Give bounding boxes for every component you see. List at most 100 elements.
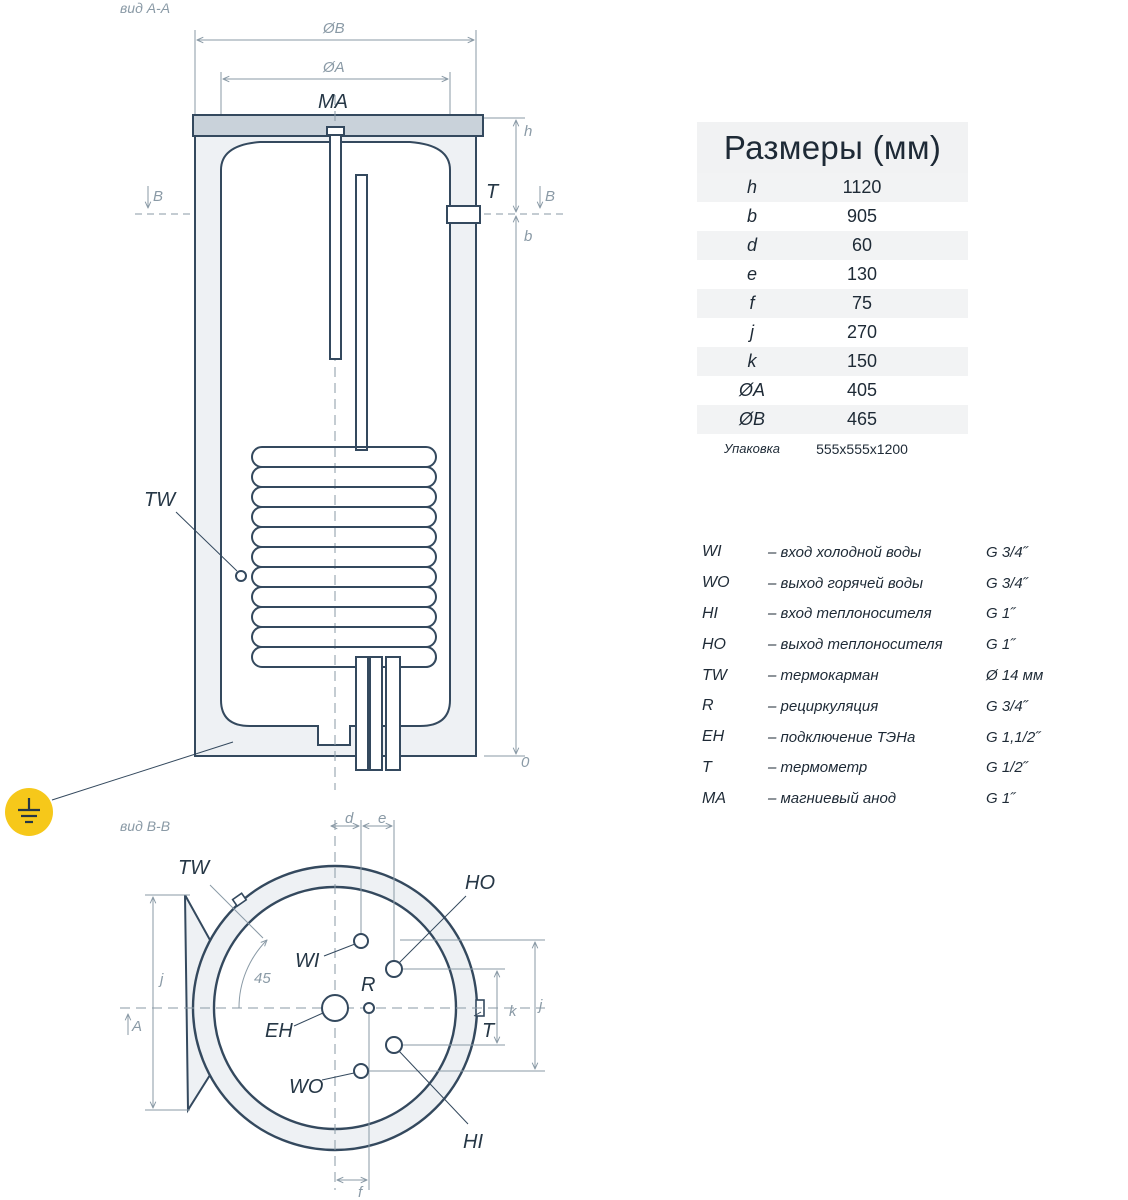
legend-code: HI xyxy=(702,604,718,622)
label-wo: WO xyxy=(289,1076,323,1098)
dim-j-right: j xyxy=(537,997,543,1014)
legend-code: WO xyxy=(702,574,730,592)
ground-leader xyxy=(51,741,234,801)
tw-leader xyxy=(175,511,238,572)
label-hi: HI xyxy=(463,1131,483,1153)
legend-size: G 3/4˝ xyxy=(986,574,1028,592)
thermometer-port xyxy=(446,205,481,224)
dim-zero: 0 xyxy=(521,754,530,771)
legend-desc: – выход теплоносителя xyxy=(768,636,943,654)
specs-key: Упаковка xyxy=(723,441,781,456)
port-ho xyxy=(385,960,403,978)
legend-code: MA xyxy=(702,789,726,807)
legend-code: R xyxy=(702,697,714,715)
dim-b: b xyxy=(524,228,532,245)
legend-desc: – рециркуляция xyxy=(768,697,879,715)
specs-value: 1120 xyxy=(842,177,882,197)
specs-key: f xyxy=(749,293,755,313)
section-bb-view: вид В-В xyxy=(120,810,545,1200)
anode-cap xyxy=(326,126,345,136)
legend-code: HO xyxy=(702,635,726,653)
coil-feed-pipe xyxy=(355,174,368,451)
dim-d: d xyxy=(345,810,354,827)
specs-key: j xyxy=(750,322,754,342)
port-wo xyxy=(353,1063,369,1079)
label-tw-top: TW xyxy=(144,489,177,511)
label-t-bottom: T xyxy=(482,1020,496,1042)
specs-value: 150 xyxy=(846,351,878,371)
dim-f: f xyxy=(358,1184,364,1200)
legend-size: G 3/4˝ xyxy=(986,543,1028,561)
thermowell-port xyxy=(235,570,247,582)
legend-size: G 1˝ xyxy=(986,790,1016,808)
legend-size: G 1˝ xyxy=(986,636,1016,654)
legend-size: G 1,1/2˝ xyxy=(986,728,1041,746)
specs-key: ØA xyxy=(738,380,765,400)
port-hi xyxy=(385,1036,403,1054)
ground-icon xyxy=(5,788,53,836)
specs-key: h xyxy=(746,177,757,197)
bottom-connections xyxy=(355,656,401,771)
dim-dia-a: ØA xyxy=(322,59,345,76)
dim-angle: 45 xyxy=(254,970,271,987)
view-aa-label: вид А-А xyxy=(120,0,170,16)
specs-row: h 1120 xyxy=(697,173,968,202)
specs-value: 130 xyxy=(846,264,878,284)
dim-j-left: j xyxy=(158,971,164,988)
specs-key: b xyxy=(746,206,757,226)
legend-item: HI – вход теплоносителя G 1˝ xyxy=(702,599,1102,630)
tw-nub xyxy=(231,892,248,908)
legend-item: R – рециркуляция G 3/4˝ xyxy=(702,691,1102,722)
legend-code: T xyxy=(702,758,712,776)
specs-value: 555x555x1200 xyxy=(816,440,908,457)
specs-key: e xyxy=(746,264,757,284)
legend-code: TW xyxy=(702,666,727,684)
legend-desc: – вход теплоносителя xyxy=(768,605,932,623)
specs-row: k 150 xyxy=(697,347,968,376)
specs-value: 270 xyxy=(846,322,878,342)
specs-row: e 130 xyxy=(697,260,968,289)
port-r xyxy=(363,1002,375,1014)
specs-row: Упаковка 555x555x1200 xyxy=(697,434,968,463)
label-r: R xyxy=(361,974,375,996)
specs-key: d xyxy=(746,235,757,255)
port-wi xyxy=(353,933,369,949)
section-a-label: A xyxy=(131,1018,142,1035)
legend-code: WI xyxy=(702,543,722,561)
section-b-right: B xyxy=(545,188,555,205)
section-b-left: B xyxy=(153,188,163,205)
magnesium-anode xyxy=(329,129,342,360)
legend-code: EH xyxy=(702,728,725,746)
legend-desc: – магниевый анод xyxy=(768,790,897,808)
specs-title: Размеры (мм) xyxy=(697,122,968,173)
legend-size: G 1˝ xyxy=(986,605,1016,623)
legend-item: MA – магниевый анод G 1˝ xyxy=(702,783,1102,814)
legend-item: T – термометр G 1/2˝ xyxy=(702,753,1102,784)
label-eh: EH xyxy=(265,1020,293,1042)
legend-size: G 1/2˝ xyxy=(986,759,1028,777)
legend-desc: – термометр xyxy=(768,759,868,777)
port-eh xyxy=(321,994,349,1022)
dim-h: h xyxy=(524,123,532,140)
legend-item: HO – выход теплоносителя G 1˝ xyxy=(702,629,1102,660)
legend-size: Ø 14 мм xyxy=(986,667,1044,685)
legend-size: G 3/4˝ xyxy=(986,697,1028,715)
legend-desc: – подключение ТЭНа xyxy=(768,728,916,746)
view-bb-label: вид В-В xyxy=(120,818,170,834)
specs-row: j 270 xyxy=(697,318,968,347)
specs-key: k xyxy=(747,351,757,371)
legend-item: EH – подключение ТЭНа G 1,1/2˝ xyxy=(702,722,1102,753)
label-ho: HO xyxy=(465,872,495,894)
label-wi: WI xyxy=(295,950,320,972)
dim-e: e xyxy=(378,810,386,827)
